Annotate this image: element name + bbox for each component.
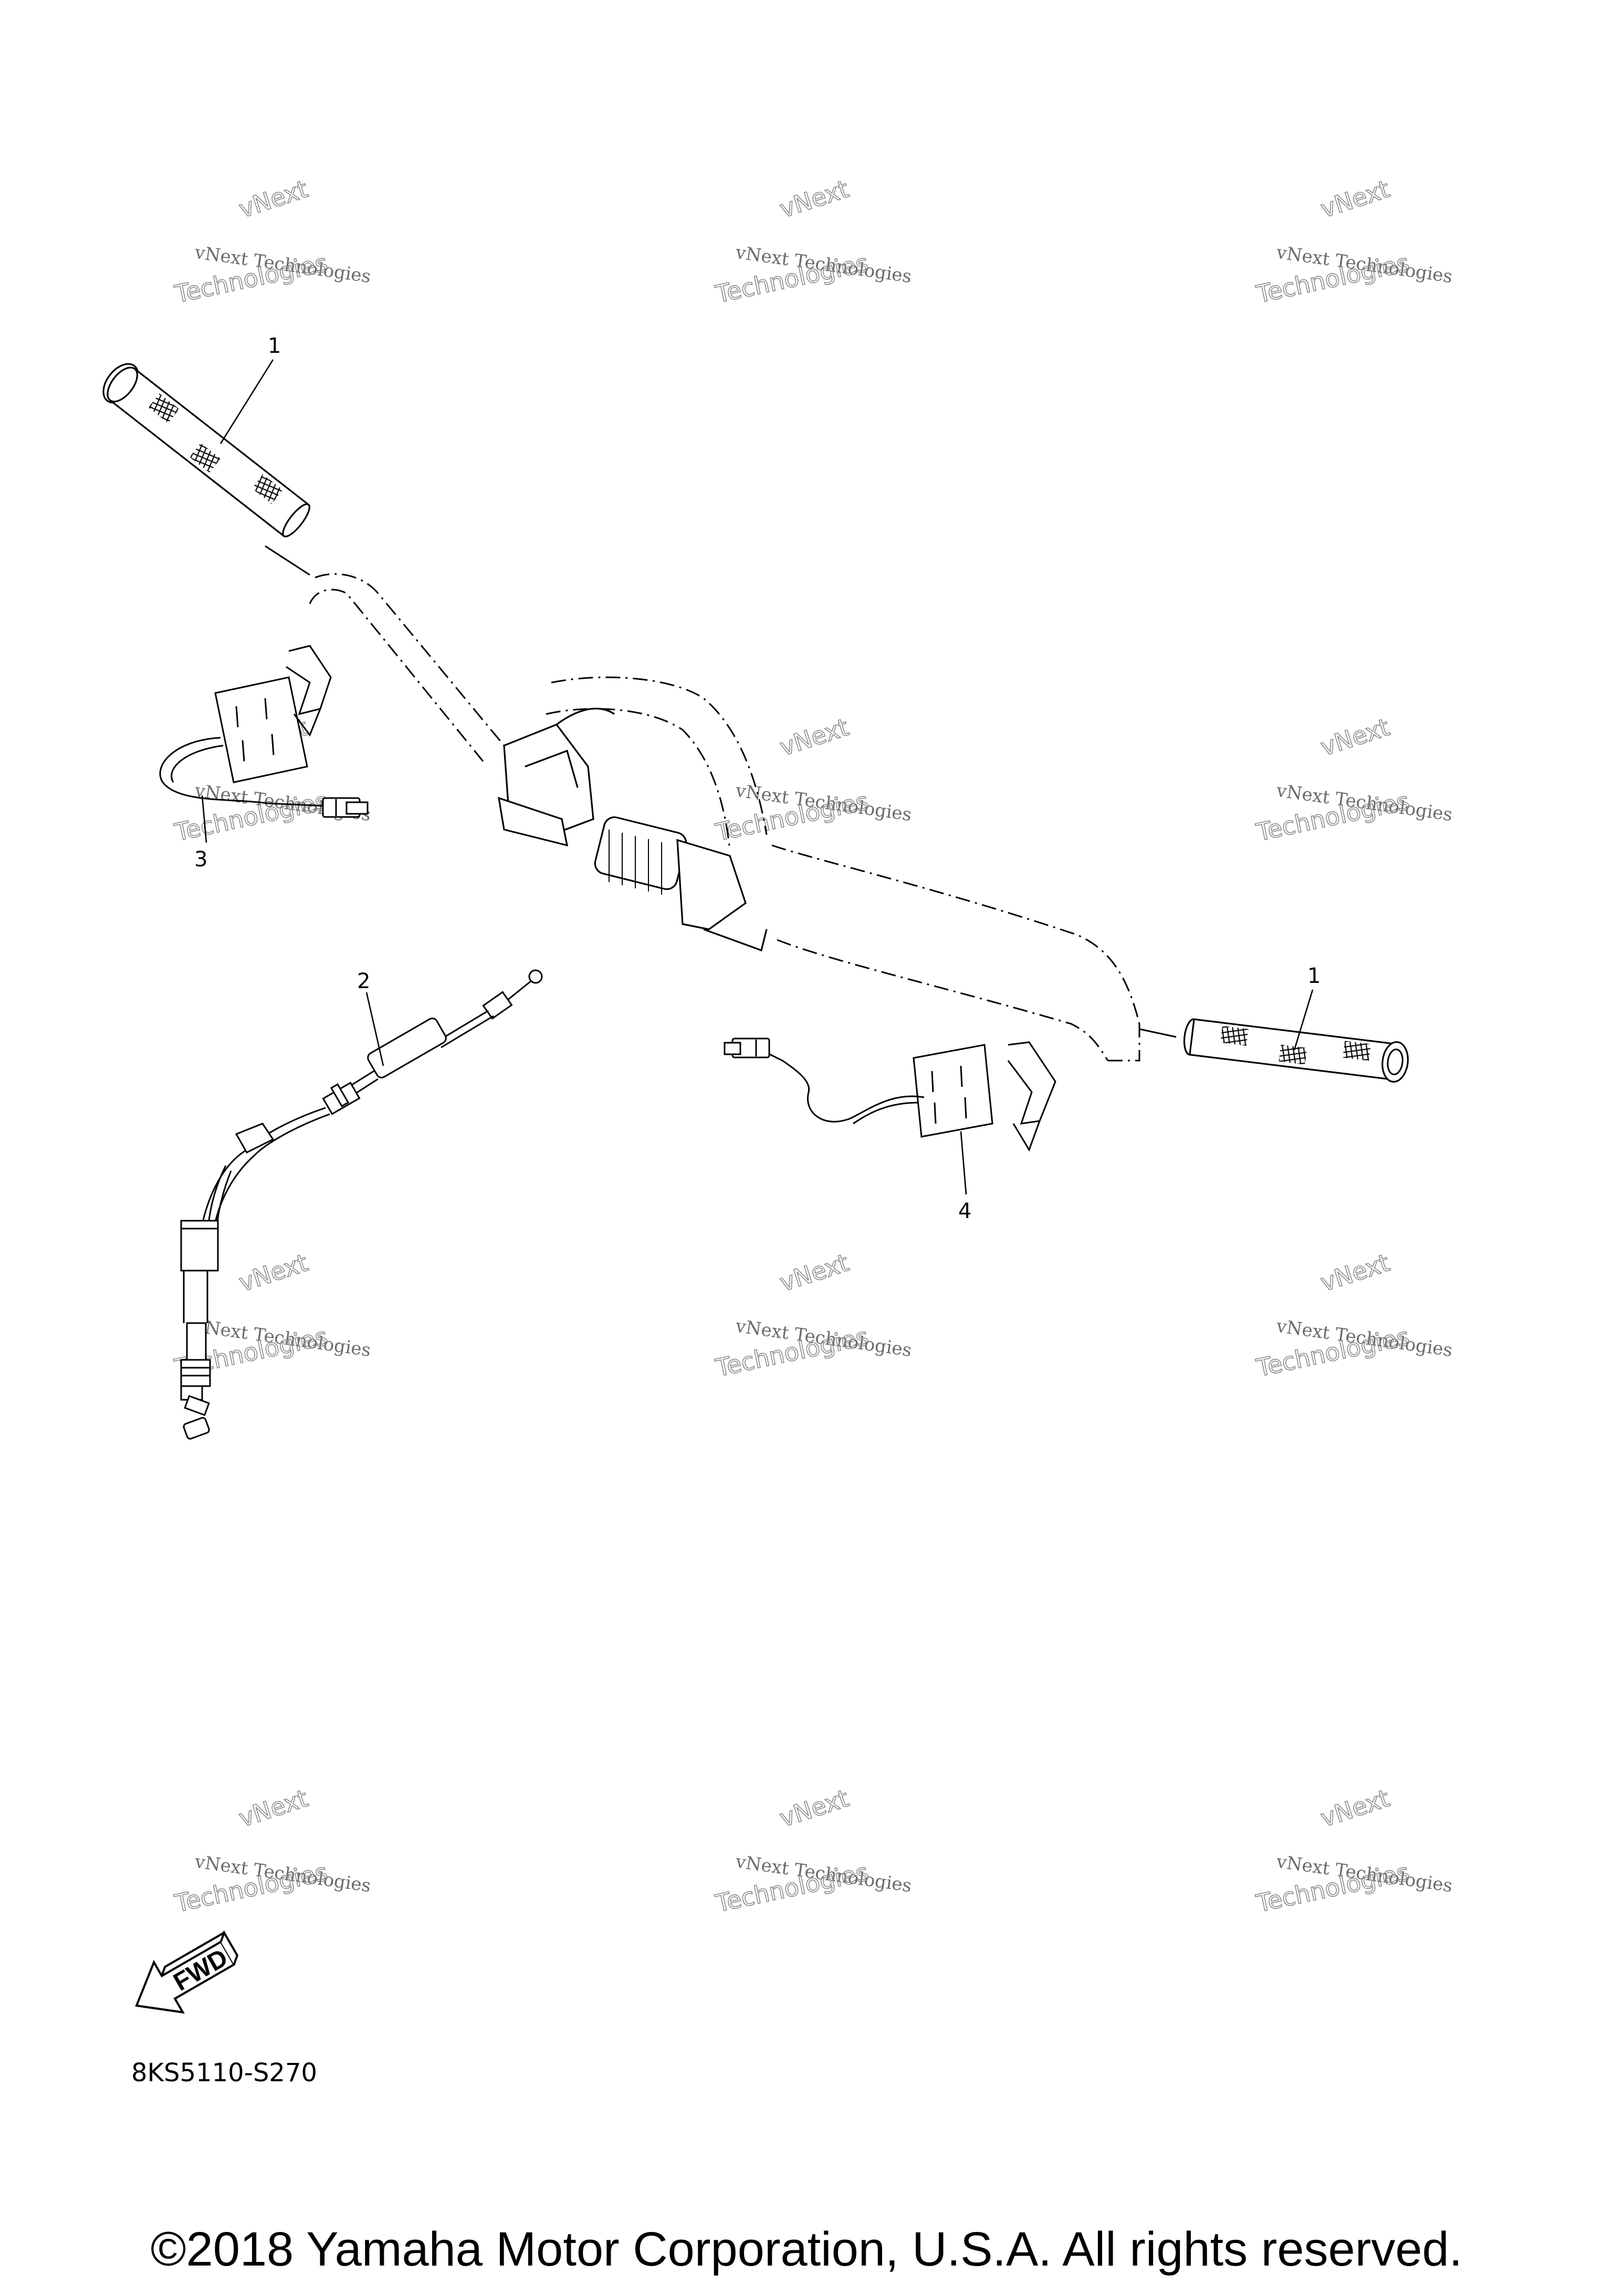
svg-text:vNext: vNext xyxy=(235,1248,311,1297)
svg-text:vNext: vNext xyxy=(776,712,852,761)
callout-1-left: 1 xyxy=(268,334,281,358)
grip-leaders xyxy=(265,545,1177,1038)
grip-right[interactable] xyxy=(1182,1016,1410,1084)
handlebar-clamp xyxy=(497,708,768,952)
svg-text:vNext: vNext xyxy=(776,1248,852,1297)
callout-1-right: 1 xyxy=(1307,964,1321,988)
handlebar-outline xyxy=(309,573,1140,1062)
copyright-notice: ©2018 Yamaha Motor Corporation, U.S.A. A… xyxy=(150,2222,1463,2276)
svg-text:vNext: vNext xyxy=(235,174,311,223)
callout-leaders xyxy=(201,359,1314,1195)
grip-left-knurl-3 xyxy=(252,474,283,504)
svg-text:vNext: vNext xyxy=(776,1784,852,1832)
throttle-cable[interactable] xyxy=(180,969,543,1440)
svg-text:vNext: vNext xyxy=(1317,1248,1393,1297)
grip-right-knurl-2 xyxy=(1279,1044,1307,1065)
callout-4: 4 xyxy=(958,1199,971,1223)
svg-text:vNext: vNext xyxy=(1317,1784,1393,1832)
grip-right-knurl-3 xyxy=(1343,1041,1371,1061)
grip-left[interactable] xyxy=(97,358,315,542)
callout-2: 2 xyxy=(357,969,370,993)
svg-text:vNext: vNext xyxy=(1317,712,1393,761)
diagram-code: 8KS5110-S270 xyxy=(131,2058,318,2088)
heater-right[interactable] xyxy=(724,1037,1056,1152)
svg-text:vNext: vNext xyxy=(235,1784,311,1832)
grip-right-knurl-1 xyxy=(1220,1025,1249,1046)
heater-left[interactable] xyxy=(159,645,369,818)
fwd-arrow-icon: FWD xyxy=(135,1930,239,2014)
svg-text:vNext: vNext xyxy=(1317,174,1393,223)
grip-left-knurl-1 xyxy=(148,393,180,423)
callout-3: 3 xyxy=(194,847,207,872)
fwd-label: FWD xyxy=(169,1944,233,1997)
svg-text:vNext: vNext xyxy=(776,174,852,223)
grip-left-knurl-2 xyxy=(190,443,221,473)
